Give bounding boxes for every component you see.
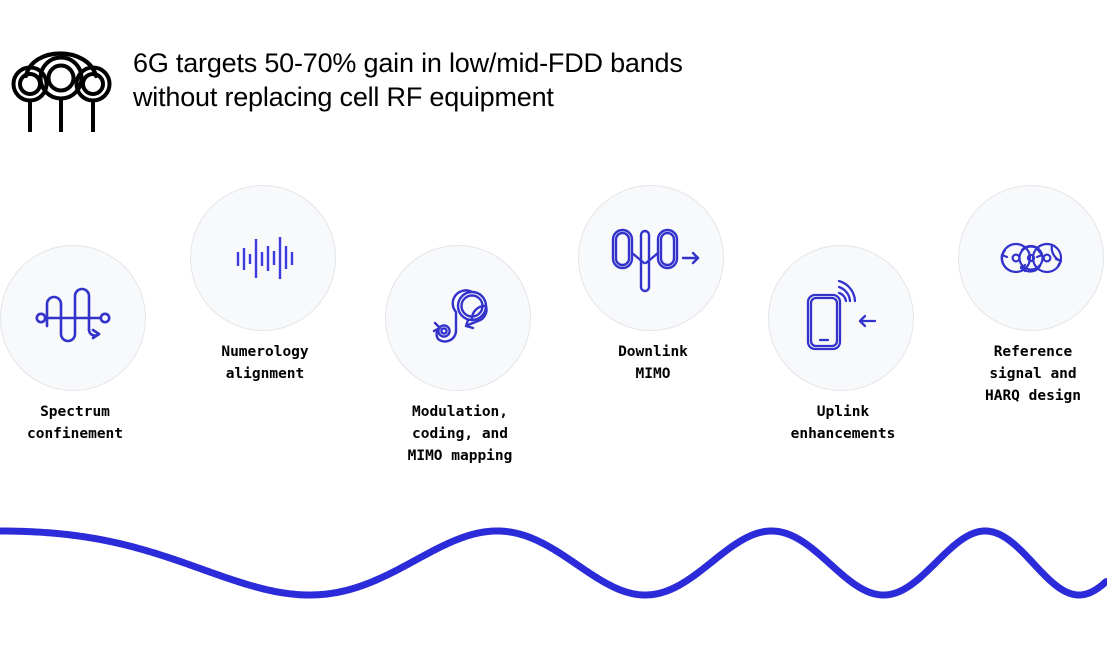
chirp-wave: [0, 503, 1107, 623]
step-icon-bubble: [190, 185, 336, 331]
step-spectrum-confinement[interactable]: Spectrum confinement: [0, 245, 150, 445]
triple-antenna-logo: [8, 28, 118, 133]
page-title: 6G targets 50-70% gain in low/mid-FDD ba…: [133, 48, 683, 112]
step-downlink-mimo[interactable]: Downlink MIMO: [578, 185, 728, 385]
step-label: Uplink enhancements: [790, 404, 896, 442]
step-label: Spectrum confinement: [26, 404, 124, 442]
header: 6G targets 50-70% gain in low/mid-FDD ba…: [0, 0, 1107, 160]
spectrum-confinement-icon: [35, 287, 111, 343]
step-label: Downlink MIMO: [618, 344, 688, 382]
process-steps: Spectrum confinement Numerology al: [0, 170, 1107, 500]
step-label: Modulation, coding, and MIMO mapping: [407, 404, 513, 464]
step-icon-bubble: [768, 245, 914, 391]
waveform-bars-icon: [236, 237, 294, 279]
step-uplink-enhancements[interactable]: Uplink enhancements: [768, 245, 918, 445]
step-icon-bubble: [0, 245, 146, 391]
three-rings-harq-icon: [1000, 242, 1063, 274]
step-icon-bubble: [958, 185, 1104, 331]
step-label: Reference signal and HARQ design: [984, 344, 1082, 404]
step-icon-bubble: [578, 185, 724, 331]
step-label: Numerology alignment: [221, 344, 309, 382]
smartphone-uplink-icon: [806, 279, 877, 351]
step-icon-bubble: [385, 245, 531, 391]
step-numerology-alignment[interactable]: Numerology alignment: [190, 185, 340, 385]
step-reference-signal-harq-design[interactable]: Reference signal and HARQ design: [958, 185, 1107, 407]
step-modulation-coding-mimo-mapping[interactable]: Modulation, coding, and MIMO mapping: [385, 245, 535, 467]
s-curve-constellation-icon: [432, 289, 488, 343]
cell-tower-downlink-icon: [611, 228, 700, 293]
